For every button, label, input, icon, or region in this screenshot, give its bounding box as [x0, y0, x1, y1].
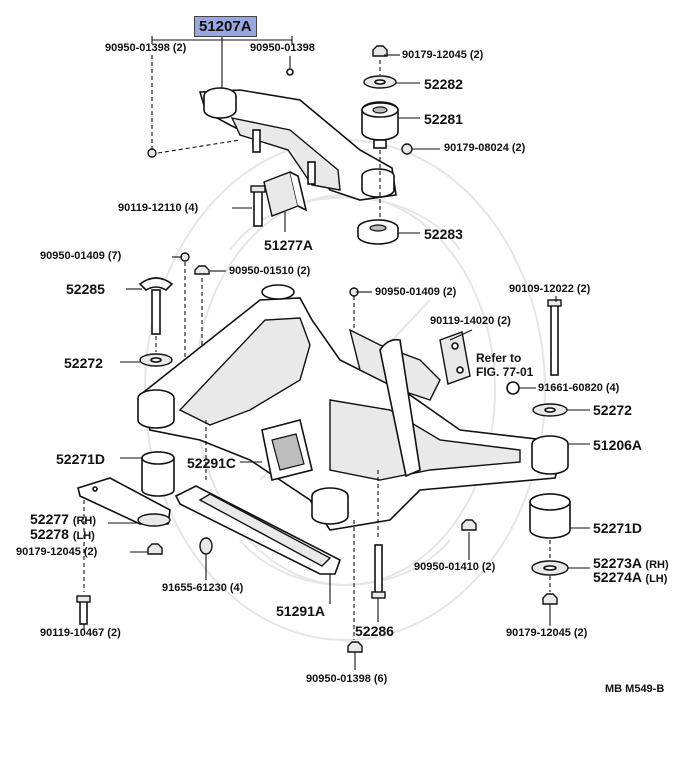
part-label-52291C: 52291C	[187, 455, 237, 471]
part-label-52273A: 52273A (RH)	[593, 555, 669, 571]
header-bracket	[151, 36, 293, 92]
part-label-90109-12022-2: 90109-12022 (2)	[509, 283, 591, 295]
part-label-90950-01398-2: 90950-01398 (2)	[105, 42, 187, 54]
part-label-52283: 52283	[424, 226, 463, 242]
part-label-52282: 52282	[424, 76, 463, 92]
part-label-52286: 52286	[355, 623, 394, 639]
part-label-90179-12045-2-right: 90179-12045 (2)	[506, 627, 588, 639]
part-label-51207A-highlight: 51207A	[194, 16, 257, 37]
right-hardware	[349, 287, 571, 605]
part-label-52277: 52277 (RH)	[30, 511, 97, 527]
part-label-52285: 52285	[66, 281, 105, 297]
part-label-91661-60820-4: 91661-60820 (4)	[538, 382, 620, 394]
main-crossmember-51206A	[137, 284, 569, 531]
part-label-52272-right: 52272	[593, 402, 632, 418]
upper-crossmember-51207A	[198, 68, 397, 201]
part-label-90950-01398: 90950-01398	[250, 42, 315, 54]
part-label-51206A: 51206A	[593, 437, 643, 453]
bracket-51277A	[250, 171, 308, 227]
part-label-52271D-left: 52271D	[56, 451, 106, 467]
part-label-90950-01510-2: 90950-01510 (2)	[229, 265, 311, 277]
upper-hardware	[357, 45, 413, 245]
part-label-90119-12110-4: 90119-12110 (4)	[118, 202, 199, 214]
part-label-52274A: 52274A (LH)	[593, 569, 668, 585]
part-label-52271D-right: 52271D	[593, 520, 643, 536]
refer-label-line2: FIG. 77-01	[476, 365, 534, 379]
part-label-90179-12045-2-top: 90179-12045 (2)	[402, 49, 484, 61]
leader-lines	[83, 54, 590, 670]
part-label-90119-10467-2: 90119-10467 (2)	[40, 627, 121, 639]
part-label-51277A: 51277A	[264, 237, 314, 253]
part-label-90950-01409-2: 90950-01409 (2)	[375, 286, 457, 298]
figure-code: MB M549-B	[605, 683, 665, 695]
part-label-52281: 52281	[424, 111, 463, 127]
part-label-52278: 52278 (LH)	[30, 526, 95, 542]
part-label-91655-61230-4: 91655-61230 (4)	[162, 582, 244, 594]
part-label-90950-01409-7: 90950-01409 (7)	[40, 250, 122, 262]
part-label-90119-14020-2: 90119-14020 (2)	[430, 315, 511, 327]
left-fasteners	[138, 252, 210, 380]
part-label-52272-left: 52272	[64, 355, 103, 371]
part-label-90179-08024-2: 90179-08024 (2)	[444, 142, 526, 154]
part-label-90950-01410-2: 90950-01410 (2)	[414, 561, 496, 573]
center-bolt-52286	[347, 470, 386, 653]
lower-left-parts	[76, 451, 175, 625]
refer-label-line1: Refer to	[476, 351, 522, 365]
part-label-51291A: 51291A	[276, 603, 326, 619]
part-label-90950-01398-6: 90950-01398 (6)	[306, 673, 388, 685]
part-label-90179-12045-2-left: 90179-12045 (2)	[16, 546, 98, 558]
brace-51291A	[174, 420, 341, 575]
